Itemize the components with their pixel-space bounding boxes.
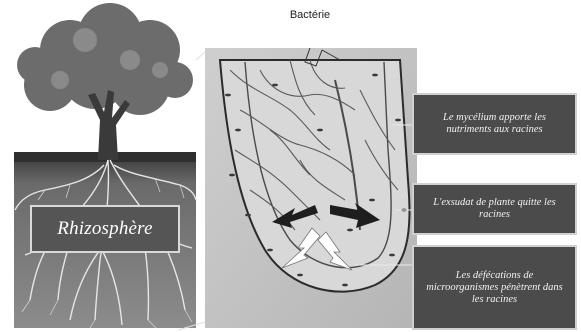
defecation-note-box: Les défécations de microorganismes pénèt…: [412, 245, 577, 330]
rhizosphere-text: Rhizosphère: [57, 218, 152, 240]
tree-illustration: [14, 3, 196, 328]
root-cross-section: [205, 48, 417, 328]
defecation-note-text: Les défécations de microorganismes pénèt…: [420, 270, 569, 306]
mycelium-note-box: Le mycélium apporte les nutriments aux r…: [412, 93, 577, 155]
rhizosphere-label: Rhizosphère: [30, 205, 180, 253]
tree-canopy: [17, 3, 193, 115]
bacteria-label: Bactérie: [270, 9, 350, 21]
exudate-note-box: L'exsudat de plante quitte les racines: [412, 183, 577, 235]
exudate-note-text: L'exsudat de plante quitte les racines: [420, 197, 569, 221]
mycelium-note-text: Le mycélium apporte les nutriments aux r…: [420, 112, 569, 136]
